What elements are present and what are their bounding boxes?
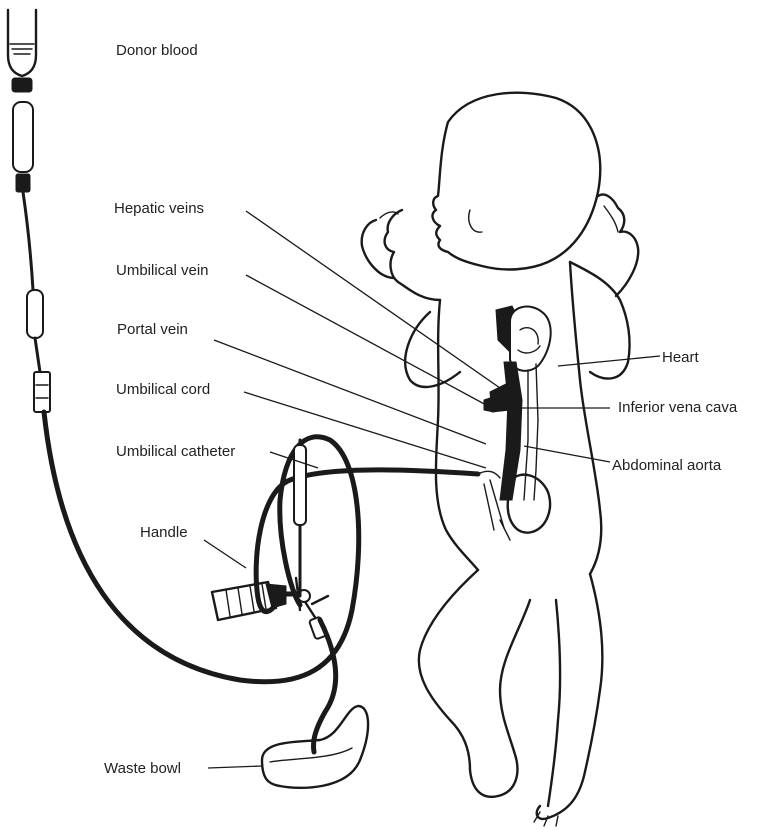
label-abdominal-aorta: Abdominal aorta (612, 457, 722, 474)
label-hepatic-veins: Hepatic veins (114, 200, 204, 217)
heart (496, 306, 551, 371)
label-umbilical-vein: Umbilical vein (116, 262, 209, 279)
syringe (212, 582, 286, 620)
label-heart: Heart (662, 349, 700, 366)
inferior-vena-cava (484, 362, 522, 500)
leader-handle (204, 540, 246, 568)
leader-waste-bowl (208, 766, 262, 768)
label-inferior-vena-cava: Inferior vena cava (618, 399, 738, 416)
leader-hepatic-veins (246, 211, 500, 388)
label-portal-vein: Portal vein (117, 321, 188, 338)
donor-blood-bag (8, 10, 36, 92)
leader-heart (558, 356, 660, 366)
drain-tubing (294, 440, 336, 752)
umbilical-catheter (256, 470, 478, 612)
label-umbilical-cord: Umbilical cord (116, 381, 210, 398)
leader-portal-vein (214, 340, 486, 444)
label-umbilical-catheter: Umbilical catheter (116, 443, 235, 460)
leader-lines (204, 211, 660, 768)
label-handle: Handle (140, 524, 188, 541)
label-donor-blood: Donor blood (116, 42, 198, 59)
label-waste-bowl: Waste bowl (104, 760, 181, 777)
drip-chamber (13, 102, 33, 192)
